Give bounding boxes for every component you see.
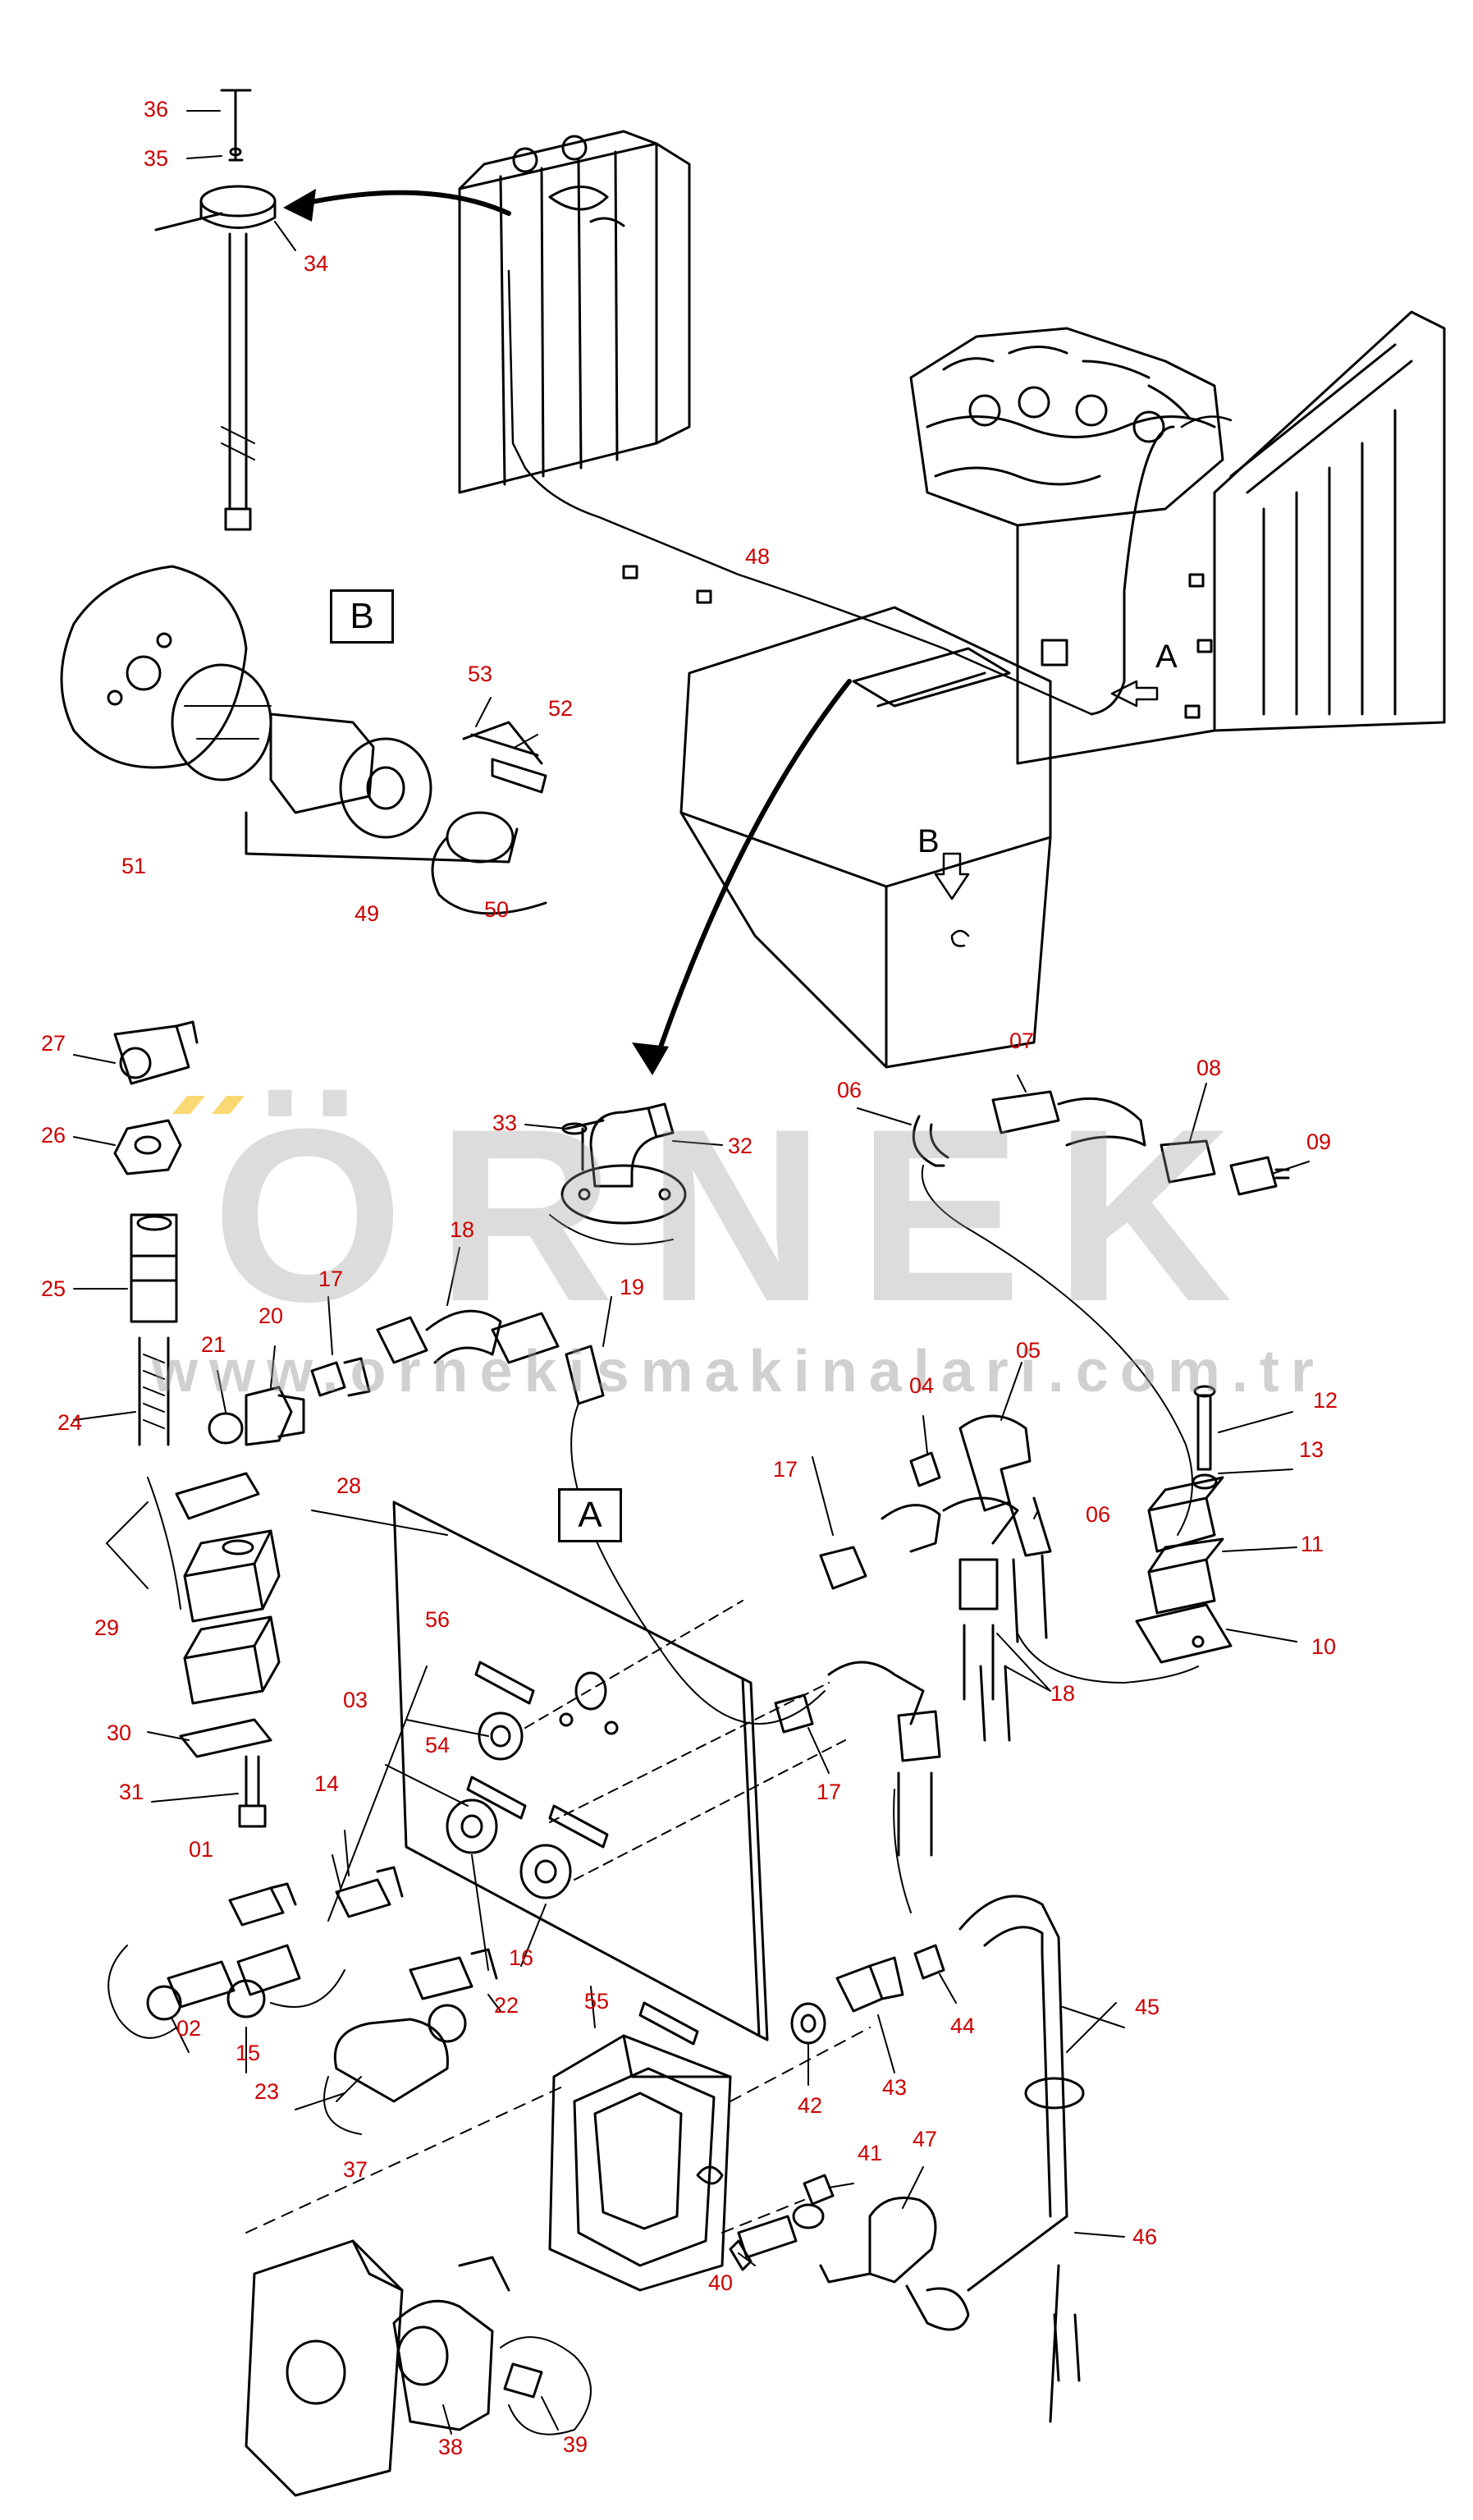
view-arrow-a-text: A xyxy=(1155,639,1178,675)
callout-48: 48 xyxy=(745,544,771,569)
callout-36: 36 xyxy=(144,97,169,121)
callout-44: 44 xyxy=(950,2014,976,2038)
callout-27: 27 xyxy=(41,1031,66,1056)
callout-34: 34 xyxy=(304,251,329,276)
callout-23: 23 xyxy=(254,2079,280,2104)
callout-38: 38 xyxy=(438,2435,464,2459)
callout-24: 24 xyxy=(57,1410,83,1435)
right-clamp-drawing xyxy=(909,1385,1233,1684)
callout-13: 13 xyxy=(1299,1437,1324,1462)
callout-10: 10 xyxy=(1311,1634,1337,1659)
callout-45: 45 xyxy=(1135,1995,1160,2019)
callout-37: 37 xyxy=(343,2157,368,2182)
callout-12: 12 xyxy=(1313,1388,1338,1413)
callout-01: 01 xyxy=(189,1837,214,1862)
callout-31: 31 xyxy=(119,1780,144,1804)
callout-49: 49 xyxy=(355,901,380,926)
lower-left-connectors-drawing xyxy=(108,1866,498,2135)
callout-07: 07 xyxy=(1009,1029,1035,1053)
leader-arrow-sensor xyxy=(293,190,511,216)
callout-33: 33 xyxy=(492,1111,518,1135)
callout-20: 20 xyxy=(258,1304,284,1328)
callout-54: 54 xyxy=(425,1733,451,1757)
callout-21: 21 xyxy=(201,1332,226,1357)
callout-41: 41 xyxy=(858,2141,883,2165)
callout-42: 42 xyxy=(798,2093,823,2118)
callout-22: 22 xyxy=(494,1993,519,2018)
mid-hose-fittings-drawing xyxy=(774,1496,1019,1913)
callout-09: 09 xyxy=(1306,1129,1332,1154)
callout-11: 11 xyxy=(1301,1532,1324,1556)
callout-47: 47 xyxy=(913,2127,938,2151)
elbow-32-drawing xyxy=(549,1102,687,1245)
callout-17a: 17 xyxy=(318,1267,344,1291)
callout-30: 30 xyxy=(107,1720,132,1745)
view-b-flange-drawing xyxy=(60,565,547,915)
callout-17c: 17 xyxy=(817,1780,842,1804)
callout-05: 05 xyxy=(1016,1338,1041,1363)
callout-25: 25 xyxy=(41,1276,66,1301)
callout-56: 56 xyxy=(425,1607,451,1632)
callout-06b: 06 xyxy=(1086,1502,1111,1527)
view-label-a: A xyxy=(558,1488,622,1542)
callout-50: 50 xyxy=(484,897,510,922)
callout-26: 26 xyxy=(41,1123,66,1148)
callout-52: 52 xyxy=(548,696,574,721)
lower-right-fittings-drawing xyxy=(790,1895,1085,2423)
callout-51: 51 xyxy=(121,854,147,878)
callout-53: 53 xyxy=(468,662,493,686)
callout-43: 43 xyxy=(882,2075,908,2100)
callout-15: 15 xyxy=(236,2041,261,2065)
view-label-b: B xyxy=(330,589,394,644)
engine-block-drawing xyxy=(458,130,1446,1069)
callout-03: 03 xyxy=(343,1688,368,1712)
callout-leader-lines xyxy=(73,110,1310,2435)
view-arrow-b-text: B xyxy=(917,823,940,859)
sensor-probe-drawing xyxy=(154,89,277,531)
callout-35: 35 xyxy=(144,146,169,171)
callout-08: 08 xyxy=(1196,1056,1222,1080)
callout-39: 39 xyxy=(563,2432,588,2457)
callout-18a: 18 xyxy=(450,1217,475,1242)
callout-04: 04 xyxy=(909,1373,935,1398)
hose-06-09-drawing xyxy=(912,1090,1290,1536)
callout-19: 19 xyxy=(620,1275,645,1299)
callout-18b: 18 xyxy=(1050,1681,1076,1706)
callout-14: 14 xyxy=(314,1771,340,1796)
callout-06a: 06 xyxy=(837,1078,862,1102)
callout-17b: 17 xyxy=(773,1457,798,1482)
callout-55: 55 xyxy=(584,1989,610,2014)
callout-16: 16 xyxy=(509,1945,534,1970)
callout-40: 40 xyxy=(708,2270,734,2295)
leader-arrow-elbow xyxy=(654,679,852,1061)
left-fittings-drawing xyxy=(113,1020,305,1828)
callout-28: 28 xyxy=(336,1473,362,1498)
callout-02: 02 xyxy=(176,2016,202,2041)
callout-32: 32 xyxy=(728,1134,753,1158)
callout-29: 29 xyxy=(94,1615,120,1640)
callout-46: 46 xyxy=(1132,2224,1158,2249)
